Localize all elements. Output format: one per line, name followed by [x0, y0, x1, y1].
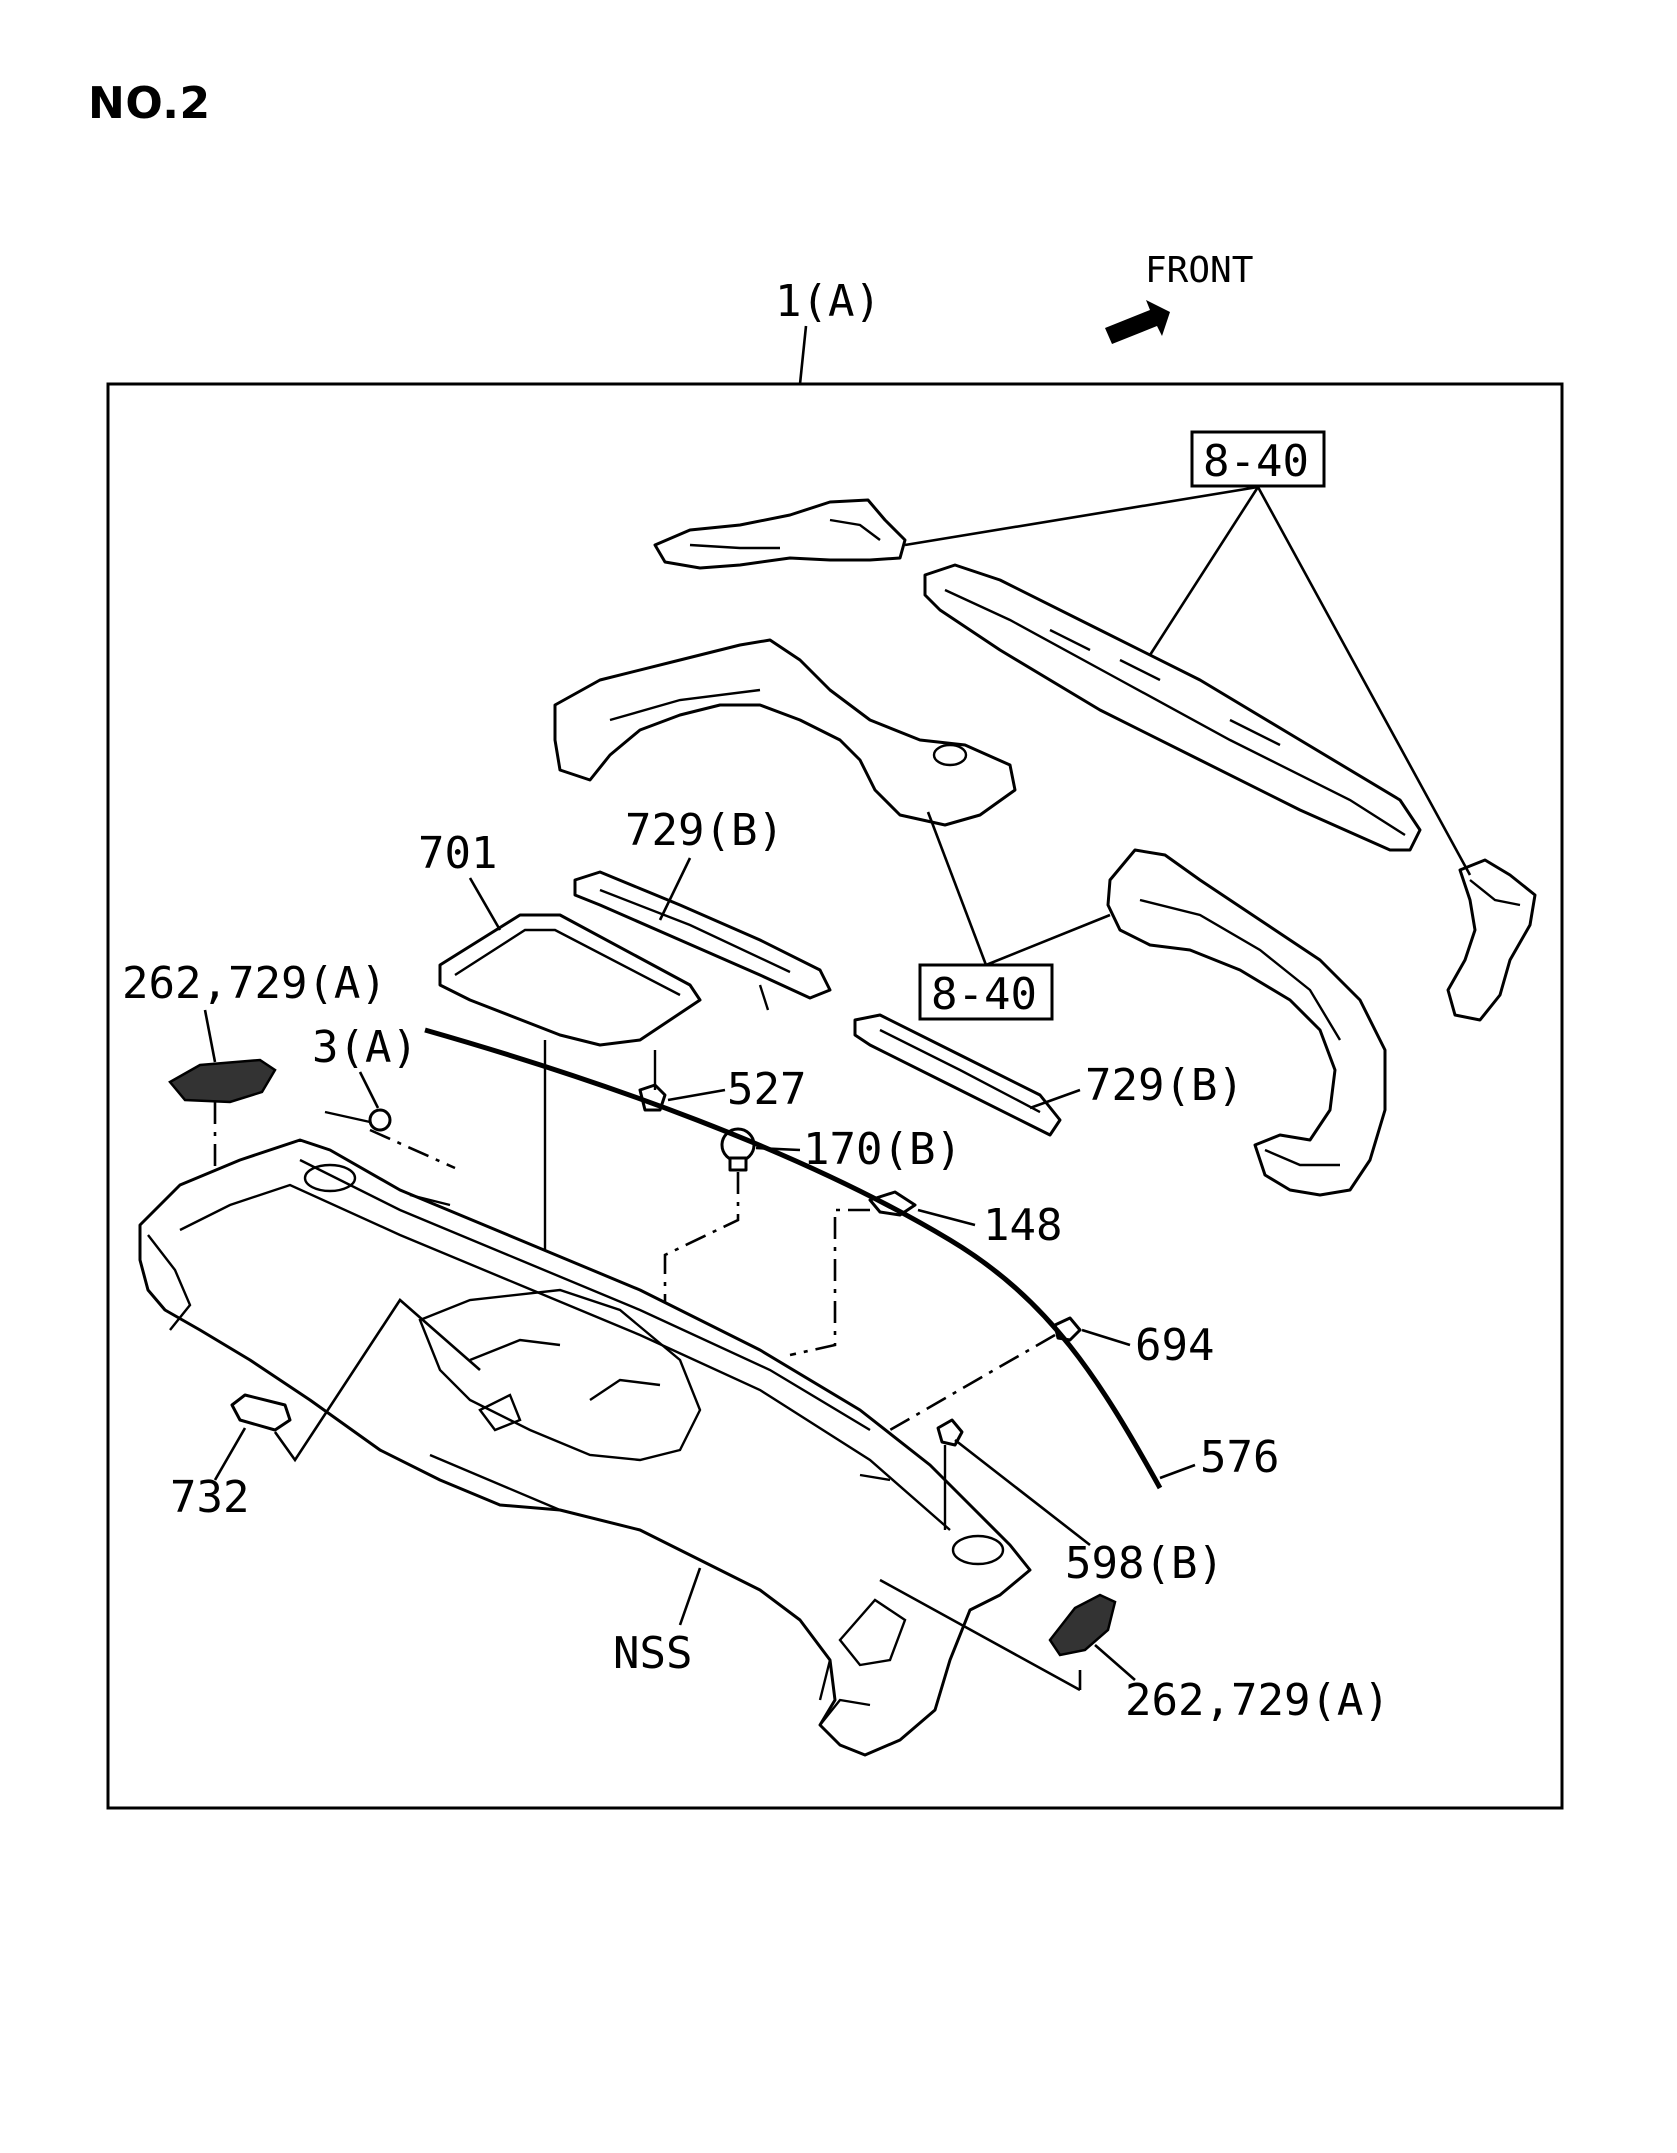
ref-lower-label: 8-40 [931, 969, 1037, 1020]
leader-3a [358, 1071, 380, 1109]
leader-732-path [273, 1298, 481, 1463]
page-number: NO.2 [88, 78, 211, 129]
leader-527 [667, 1088, 726, 1102]
ref-upper-leader-3 [1256, 486, 1472, 876]
callout-262-left: 262,729(A) [122, 958, 387, 1009]
leader-701 [468, 877, 502, 931]
leader-262-left [203, 1009, 217, 1063]
part-3a-screw [324, 1108, 392, 1132]
callout-729b-top: 729(B) [625, 805, 784, 856]
callout-732: 732 [170, 1472, 249, 1523]
ref-upper-leader-2 [1148, 486, 1260, 656]
left-main-duct [553, 638, 1017, 827]
ref-lower-leader-1 [926, 811, 988, 966]
leader-729b-right [1029, 1088, 1081, 1110]
callout-729b-right: 729(B) [1085, 1060, 1244, 1111]
leader-732 [213, 1427, 247, 1481]
part-598b-clip [936, 1418, 964, 1447]
ref-lower-leader-2 [985, 913, 1111, 967]
callout-3a: 3(A) [312, 1022, 418, 1073]
callout-148: 148 [983, 1200, 1062, 1251]
assembly-leader [798, 325, 808, 385]
leader-598b [954, 1438, 1091, 1547]
leader-729b-top [658, 857, 692, 921]
ref-box-lower [918, 963, 1054, 1021]
center-defroster-nozzle [923, 563, 1422, 852]
callout-527: 527 [727, 1064, 806, 1115]
leader-170b-dash [663, 1172, 740, 1335]
assembly-label: 1(A) [775, 276, 881, 327]
leader-148 [917, 1208, 976, 1227]
instrument-panel-main [138, 1138, 1032, 1757]
leader-3a-dash [369, 1128, 456, 1170]
part-729b-right-bracket [853, 1013, 1062, 1137]
part-148-clip [868, 1190, 917, 1217]
leader-694 [1081, 1328, 1131, 1347]
part-262-left-vent [168, 1058, 277, 1104]
callout-598b: 598(B) [1065, 1538, 1224, 1589]
callout-nss: NSS [613, 1628, 692, 1679]
leader-148-dash [789, 1208, 870, 1357]
ref-upper-label: 8-40 [1203, 436, 1309, 487]
leader-694-dash [889, 1333, 1056, 1432]
upper-defroster-duct [653, 498, 907, 570]
part-576-strip [424, 1027, 1163, 1490]
part-732-switch [230, 1393, 292, 1432]
callout-576: 576 [1200, 1432, 1279, 1483]
ref-box-upper [1190, 430, 1326, 488]
leader-nss [678, 1567, 702, 1626]
leader-262-right [1094, 1644, 1136, 1681]
part-729b-top-bracket [573, 870, 832, 1011]
ref-upper-leader-1 [904, 485, 1259, 547]
callout-694: 694 [1135, 1320, 1214, 1371]
part-262-right-vent [1048, 1593, 1117, 1657]
callout-701: 701 [418, 828, 497, 879]
leader-576 [1159, 1463, 1196, 1480]
right-main-duct [1106, 848, 1387, 1197]
leader-262-right-path [879, 1578, 1082, 1692]
callout-170b: 170(B) [803, 1124, 962, 1175]
right-side-duct-upper [1446, 858, 1537, 1022]
callout-262-right: 262,729(A) [1125, 1675, 1390, 1726]
front-arrow-icon [1105, 300, 1170, 344]
part-701-cover [438, 913, 702, 1047]
assembly-frame [106, 382, 1564, 1810]
front-label: FRONT [1145, 250, 1253, 291]
